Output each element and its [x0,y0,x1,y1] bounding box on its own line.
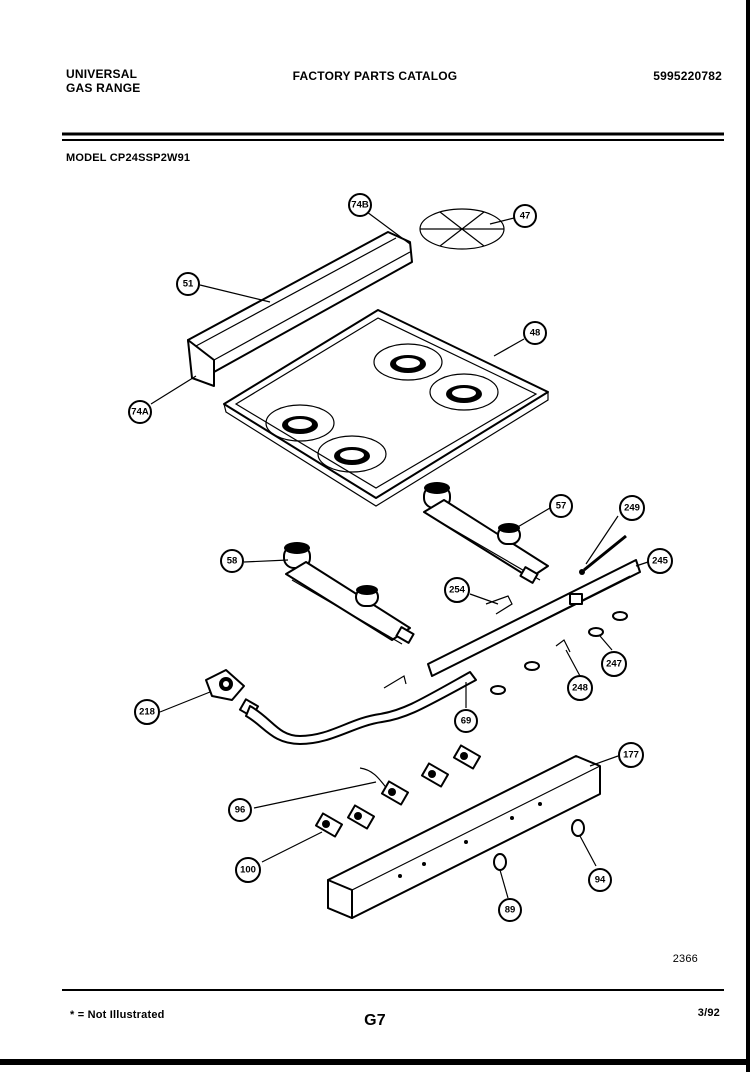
callout-100: 100 [235,857,261,883]
svg-text:249: 249 [624,503,640,514]
model-number: MODEL CP24SSP2W91 [66,152,191,164]
catalog-date: 3/92 [697,1007,720,1019]
valve [314,812,344,838]
front-burner-assembly [283,542,415,645]
screw [493,853,507,871]
callout-96: 96 [228,798,252,822]
callout-57: 57 [549,494,573,518]
backguard [187,231,413,387]
callout-218: 218 [134,699,160,725]
svg-text:48: 48 [530,328,541,339]
not-illustrated-legend: * = Not Illustrated [70,1009,165,1021]
svg-text:248: 248 [572,683,588,694]
callout-254: 254 [444,577,470,603]
callout-177: 177 [618,742,644,768]
callout-48: 48 [523,321,547,345]
svg-text:51: 51 [183,279,194,290]
valve [346,804,376,830]
callout-47: 47 [513,204,537,228]
svg-text:74A: 74A [131,407,149,418]
callout-247: 247 [601,651,627,677]
svg-text:69: 69 [461,716,472,727]
callout-248: 248 [567,675,593,701]
callouts: 74B 47 51 48 74A 57 249 58 245 254 247 2… [128,193,673,922]
ignitor [579,534,627,575]
callout-245: 245 [647,548,673,574]
callout-89: 89 [498,898,522,922]
leader-lines [150,211,649,899]
burner-bowl-front-left [265,404,335,442]
svg-text:177: 177 [623,750,639,761]
burner-grate [419,208,505,250]
callout-51: 51 [176,272,200,296]
rear-burner-assembly [423,482,549,584]
svg-text:74B: 74B [351,200,369,211]
svg-text:57: 57 [556,501,567,512]
valve [380,780,410,806]
burner-bowl-rear-right [429,373,499,411]
svg-text:89: 89 [505,905,516,916]
callout-94: 94 [588,868,612,892]
gas-supply-tube [245,671,477,745]
callout-69: 69 [454,709,478,733]
svg-text:100: 100 [240,865,256,876]
catalog-title: FACTORY PARTS CATALOG [292,69,458,83]
svg-text:245: 245 [652,556,669,567]
burner-bowl-front-right [317,435,387,473]
callout-249: 249 [619,495,645,521]
clip [383,675,407,689]
svg-text:94: 94 [595,875,606,886]
orifice-clips [490,611,628,695]
callout-74a: 74A [128,400,152,424]
page-code: G7 [364,1012,386,1029]
spring-clip [571,819,585,837]
manifold [427,559,641,677]
bracket [485,595,513,615]
part-number: 5995220782 [653,69,722,83]
gas-valves [314,744,482,838]
callout-58: 58 [220,549,244,573]
brand-line-1: UNIVERSAL [66,67,138,81]
brand-label: UNIVERSAL GAS RANGE [66,67,140,95]
svg-text:96: 96 [235,805,246,816]
control-panel [327,755,601,919]
brand-line-2: GAS RANGE [66,81,141,95]
svg-text:247: 247 [606,659,622,670]
cooktop [223,309,549,507]
valve [452,744,482,770]
figure-number: 2366 [672,953,698,965]
burner-bowl-rear-left [373,343,443,381]
svg-text:254: 254 [449,585,466,596]
callout-74b: 74B [348,193,372,217]
svg-text:218: 218 [139,707,155,718]
valve [420,762,450,788]
svg-text:58: 58 [227,556,238,567]
svg-text:47: 47 [520,211,531,222]
